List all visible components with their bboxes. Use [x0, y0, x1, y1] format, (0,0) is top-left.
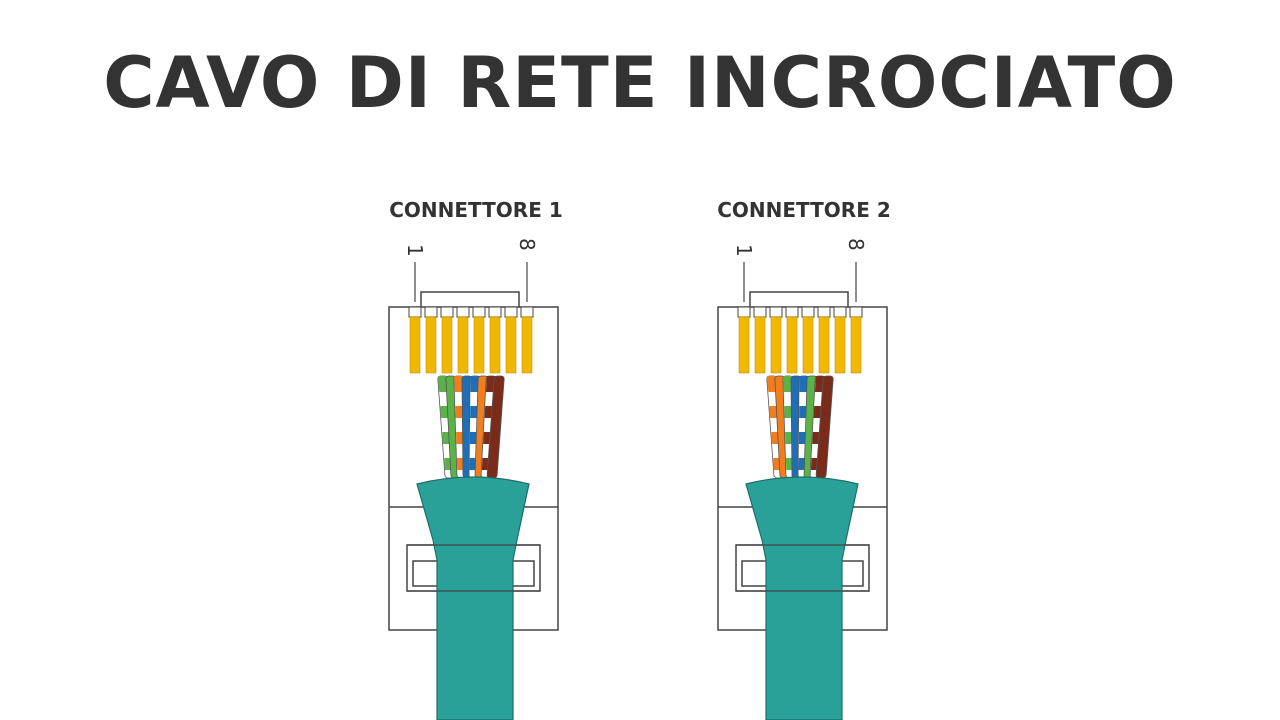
- pin-slot: [440, 306, 454, 318]
- pin-slot: [488, 306, 502, 318]
- pin-slot: [504, 306, 518, 318]
- pin-contact: [738, 316, 750, 374]
- pin-contact: [754, 316, 766, 374]
- connector-2-label: CONNETTORE 2: [717, 198, 891, 222]
- pin-slot: [849, 306, 863, 318]
- pin-contact: [786, 316, 798, 374]
- wire-stripe: [454, 376, 464, 392]
- cable-jacket: [745, 476, 859, 720]
- wire-stripe: [799, 376, 809, 392]
- wire-stripe: [470, 376, 480, 392]
- pin-1-number: 1: [403, 244, 427, 257]
- pin-contact: [489, 316, 501, 374]
- pin-contact: [409, 316, 421, 374]
- pin-slot: [424, 306, 438, 318]
- pin-slot: [456, 306, 470, 318]
- pin-1-number: 1: [732, 244, 756, 257]
- pin-slot: [520, 306, 534, 318]
- pin-contact: [473, 316, 485, 374]
- pin-8-number: 8: [844, 238, 868, 251]
- connector-1-label: CONNETTORE 1: [389, 198, 563, 222]
- pin-contact: [505, 316, 517, 374]
- pin-contact: [818, 316, 830, 374]
- pin-slot: [817, 306, 831, 318]
- pin-contact: [457, 316, 469, 374]
- page-title: CAVO DI RETE INCROCIATO: [103, 42, 1177, 124]
- pin-slot: [472, 306, 486, 318]
- pin-slot: [801, 306, 815, 318]
- cable-jacket: [416, 476, 530, 720]
- plug-clip: [420, 291, 520, 307]
- pin-contact: [425, 316, 437, 374]
- pin-slot: [408, 306, 422, 318]
- pin-contact: [521, 316, 533, 374]
- pin-slot: [769, 306, 783, 318]
- pin-contact: [850, 316, 862, 374]
- pin-contact: [770, 316, 782, 374]
- plug-clip: [749, 291, 849, 307]
- wire-stripe: [783, 376, 793, 392]
- pin-slot: [753, 306, 767, 318]
- pin-8-number: 8: [515, 238, 539, 251]
- pin-contact: [834, 316, 846, 374]
- pin-slot: [833, 306, 847, 318]
- pin-contact: [802, 316, 814, 374]
- pin-contact: [441, 316, 453, 374]
- pin-slot: [785, 306, 799, 318]
- pin-slot: [737, 306, 751, 318]
